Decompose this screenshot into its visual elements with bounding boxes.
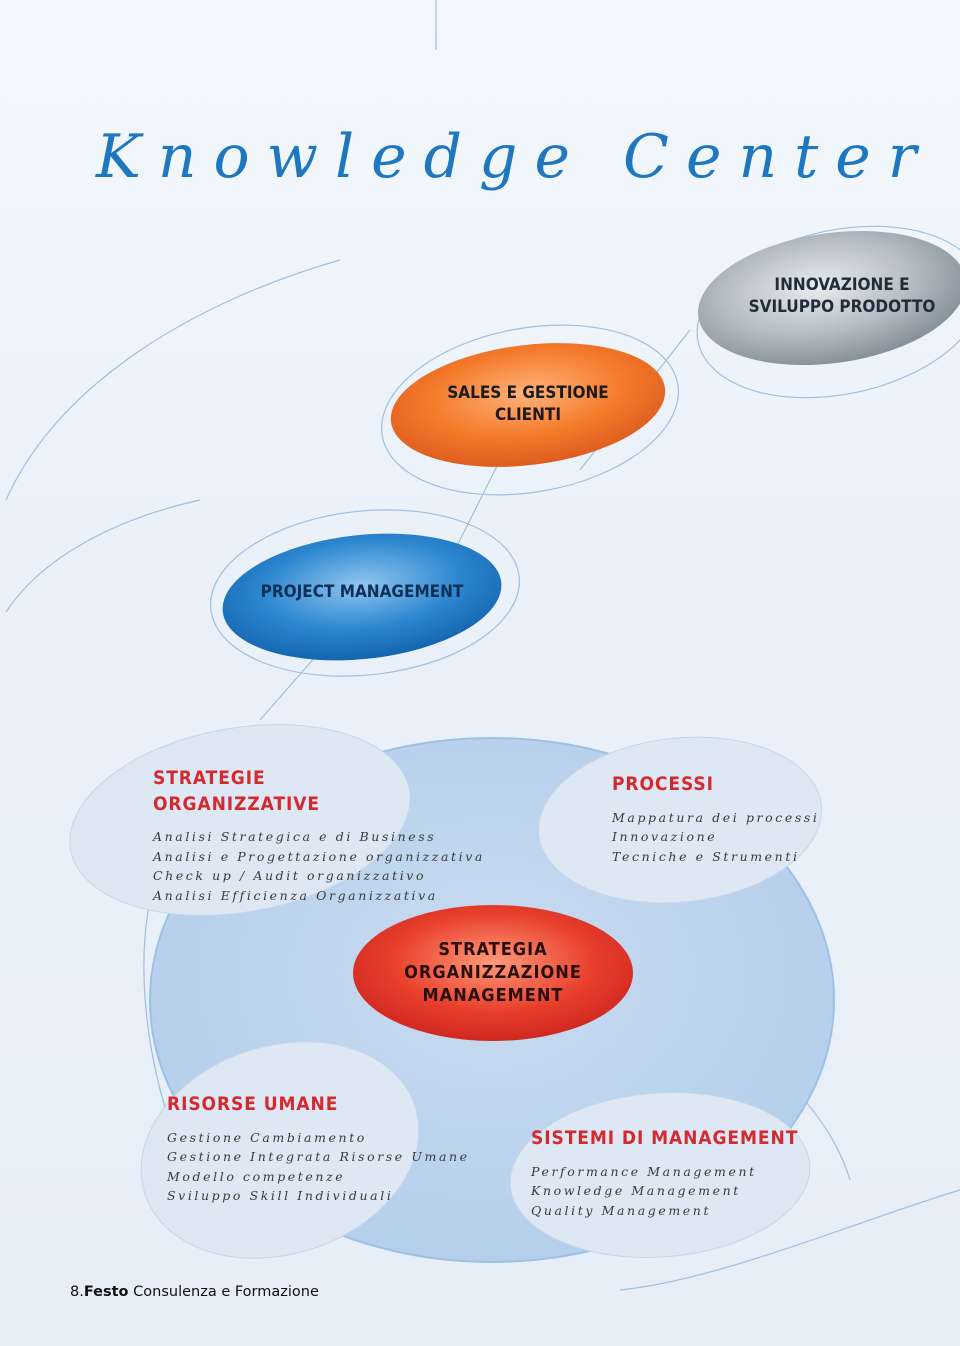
list-item: Performance Management bbox=[531, 1163, 757, 1179]
page-footer: 8.Festo Consulenza e Formazione bbox=[70, 1284, 319, 1300]
innovazione-node-label: INNOVAZIONE E SVILUPPO PRODOTTO bbox=[748, 275, 936, 317]
footer-brand: Festo bbox=[83, 1284, 129, 1300]
processi-ellipse bbox=[538, 736, 822, 904]
page-number: 8. bbox=[70, 1284, 84, 1300]
section-processi-title: PROCESSI bbox=[612, 773, 714, 795]
section-processi: PROCESSI Mappatura dei processi Innovazi… bbox=[612, 772, 819, 866]
sales-node-shape bbox=[390, 343, 666, 467]
list-item: Check up / Audit organizzativo bbox=[153, 868, 427, 884]
strategia-node-shape bbox=[353, 905, 633, 1041]
section-sistemi: SISTEMI DI MANAGEMENT Performance Manage… bbox=[531, 1126, 828, 1220]
footer-text: Consulenza e Formazione bbox=[128, 1284, 319, 1300]
section-risorse-title: RISORSE UMANE bbox=[167, 1093, 339, 1115]
strategie-ellipse bbox=[69, 724, 411, 916]
list-item: Analisi Strategica e di Business bbox=[153, 829, 437, 845]
list-item: Innovazione bbox=[612, 829, 718, 845]
project-node-label: PROJECT MANAGEMENT bbox=[260, 582, 464, 602]
list-item: Analisi Efficienza Organizzativa bbox=[153, 887, 438, 903]
list-item: Mappatura dei processi bbox=[612, 809, 820, 825]
section-sistemi-title: SISTEMI DI MANAGEMENT bbox=[531, 1127, 799, 1149]
section-risorse-items: Gestione Cambiamento Gestione Integrata … bbox=[167, 1128, 470, 1206]
section-strategie-items: Analisi Strategica e di Business Analisi… bbox=[153, 827, 485, 905]
project-node-shape bbox=[222, 533, 502, 661]
list-item: Modello competenze bbox=[167, 1168, 346, 1184]
list-item: Gestione Cambiamento bbox=[167, 1129, 367, 1145]
list-item: Analisi e Progettazione organizzativa bbox=[153, 848, 485, 864]
sistemi-ellipse bbox=[509, 1092, 811, 1258]
section-processi-items: Mappatura dei processi Innovazione Tecni… bbox=[612, 808, 819, 867]
strategia-node-label: STRATEGIA ORGANIZZAZIONE MANAGEMENT bbox=[404, 939, 582, 1007]
innovazione-node-shape bbox=[698, 230, 960, 366]
section-strategie-title: STRATEGIE ORGANIZZATIVE bbox=[153, 767, 321, 815]
list-item: Quality Management bbox=[531, 1202, 712, 1218]
section-risorse: RISORSE UMANE Gestione Cambiamento Gesti… bbox=[167, 1092, 470, 1206]
list-item: Tecniche e Strumenti bbox=[612, 848, 800, 864]
section-sistemi-items: Performance Management Knowledge Managem… bbox=[531, 1162, 828, 1221]
section-ellipses bbox=[69, 724, 822, 1259]
sales-node-label: SALES E GESTIONE CLIENTI bbox=[447, 383, 609, 425]
risorse-ellipse bbox=[140, 1041, 420, 1259]
section-strategie: STRATEGIE ORGANIZZATIVE Analisi Strategi… bbox=[153, 766, 485, 905]
page-title: Knowledge Center bbox=[96, 122, 934, 192]
list-item: Sviluppo Skill Individuali bbox=[167, 1188, 394, 1204]
list-item: Gestione Integrata Risorse Umane bbox=[167, 1149, 470, 1165]
list-item: Knowledge Management bbox=[531, 1183, 741, 1199]
